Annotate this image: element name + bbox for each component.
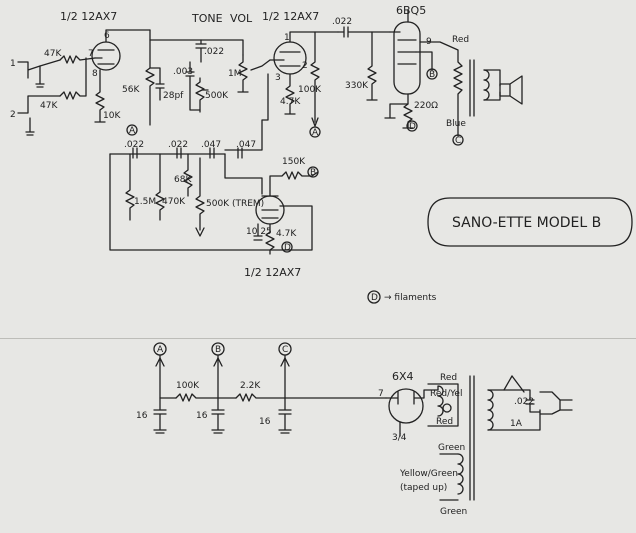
node-b-upper: B — [429, 70, 435, 80]
label-r220: 220Ω — [414, 101, 438, 111]
power-supply-filter — [153, 354, 387, 434]
label-r500k-trem: 500K (TREM) — [206, 199, 264, 209]
label-in1: 1 — [10, 59, 16, 69]
node-b-trem: B — [310, 168, 316, 178]
node-a-upper: A — [129, 126, 136, 136]
label-filaments: → filaments — [384, 293, 437, 303]
rectifier-6x4 — [385, 388, 439, 437]
label-pin3: 3 — [275, 73, 281, 83]
title-text: SANO-ETTE MODEL B — [452, 215, 601, 231]
label-r470k: 470K — [162, 197, 186, 207]
label-redyel: Red/Yel — [430, 389, 462, 399]
output-transformer — [419, 41, 523, 137]
label-r47k-b: 47K — [40, 101, 58, 111]
tone-stack — [145, 29, 271, 126]
label-r56k: 56K — [122, 85, 140, 95]
label-r330k: 330K — [345, 81, 369, 91]
label-r150k: 150K — [282, 157, 306, 167]
label-tone: TONE — [191, 12, 223, 25]
label-c047a: .047 — [201, 140, 221, 150]
label-c28pf: 28pf — [163, 91, 184, 101]
v1-triode — [91, 29, 151, 123]
label-red1: Red — [452, 35, 469, 45]
label-v1-top: 1/2 12AX7 — [60, 10, 117, 23]
node-a: A — [157, 345, 164, 355]
label-r10k: 10K — [103, 111, 121, 121]
label-r100k: 100K — [298, 85, 322, 95]
node-b: B — [215, 345, 221, 355]
label-c022a: .022 — [204, 47, 224, 57]
node-d-legend: D — [371, 293, 378, 303]
label-pin1: 1 — [284, 33, 290, 43]
label-fuse: 1A — [510, 419, 523, 429]
label-cap16a: 16 — [136, 411, 148, 421]
label-ps-r22k: 2.2K — [240, 381, 261, 391]
label-c003: .003 — [173, 67, 193, 77]
label-r47k-a: 47K — [44, 49, 62, 59]
label-pin34: 3/4 — [392, 433, 407, 443]
label-r47k-c: 4.7K — [280, 97, 301, 107]
node-c: C — [282, 345, 288, 355]
label-red2: Red — [440, 373, 457, 383]
node-d-trem: D — [284, 243, 291, 253]
label-blue: Blue — [446, 119, 466, 129]
label-c022d: .022 — [168, 140, 188, 150]
label-r47k-d: 4.7K — [276, 229, 297, 239]
node-a-upper2: A — [312, 128, 319, 138]
label-pin8: 8 — [92, 69, 98, 79]
tremolo-oscillator — [109, 73, 319, 255]
label-c022b: .022 — [332, 17, 352, 27]
label-green1: Green — [438, 443, 465, 453]
node-c-upper: C — [455, 136, 461, 146]
label-pin6: 6 — [104, 31, 110, 41]
input-jacks — [17, 55, 96, 136]
label-6x4: 6X4 — [392, 370, 414, 383]
label-ps-r100k: 100K — [176, 381, 200, 391]
label-r68k: 68K — [174, 175, 192, 185]
label-c047b: .047 — [236, 140, 256, 150]
label-6bq5: 6BQ5 — [396, 4, 426, 17]
label-pin7r: 7 — [378, 389, 384, 399]
label-in2: 2 — [10, 110, 16, 120]
coupling-to-output — [337, 26, 391, 101]
label-pin9: 9 — [426, 37, 432, 47]
label-v-trem: 1/2 12AX7 — [244, 266, 301, 279]
label-c10-25: 10 25 — [246, 227, 272, 237]
label-pin7: 7 — [88, 49, 94, 59]
node-d-upper: D — [409, 122, 416, 132]
label-cap16b: 16 — [196, 411, 208, 421]
label-red3: Red — [436, 417, 453, 427]
label-r15m: 1.5M — [134, 197, 156, 207]
label-r500k-tone: 500K — [205, 91, 229, 101]
label-c022e: .022 — [514, 397, 534, 407]
label-green2: Green — [440, 507, 467, 517]
label-tapedup: (taped up) — [400, 483, 447, 493]
label-c022c: .022 — [124, 140, 144, 150]
label-yellowgreen: Yellow/Green — [399, 469, 458, 479]
label-r1m: 1M — [228, 69, 242, 79]
power-transformer — [427, 375, 573, 501]
label-cap16c: 16 — [259, 417, 271, 427]
label-vol: VOL — [230, 12, 253, 25]
v2-triode — [269, 31, 339, 127]
label-pin2: 2 — [302, 61, 308, 71]
title-box — [427, 197, 633, 247]
label-v1-top2: 1/2 12AX7 — [262, 10, 319, 23]
